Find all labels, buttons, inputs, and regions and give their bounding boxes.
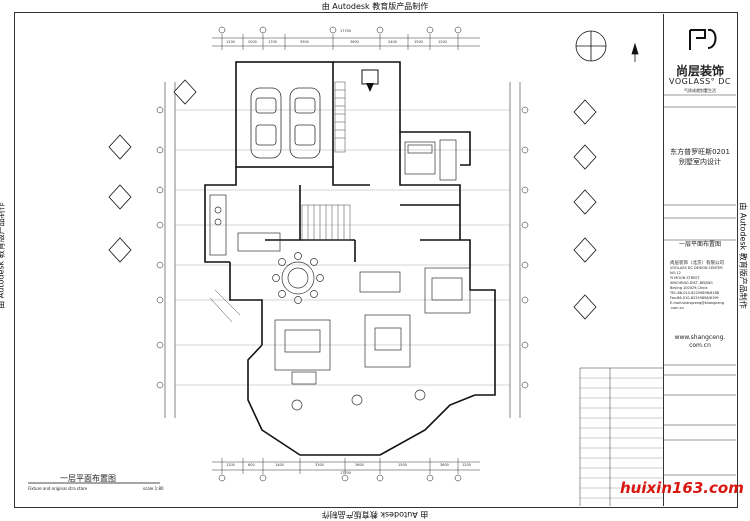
dim-total-top: 17700 bbox=[340, 29, 352, 33]
car-right-icon bbox=[289, 87, 321, 159]
website-line-1: www.shangceng. bbox=[674, 334, 726, 341]
car-left-icon bbox=[250, 87, 282, 159]
dim-seg-top: 1200 bbox=[226, 40, 235, 44]
watermark-top: 由 Autodesk 教育版产品制作 bbox=[321, 2, 429, 11]
dim-seg-top: 2000 bbox=[248, 40, 257, 44]
company-info-line: XINCHENG DIST.,BEIJING bbox=[670, 281, 713, 285]
company-slogan: 气质成就别墅生活 bbox=[684, 88, 716, 93]
company-logo-text: 尚层装饰 bbox=[675, 64, 724, 78]
dim-seg-top: 1700 bbox=[268, 40, 277, 44]
kitchen-island-icon bbox=[237, 232, 281, 252]
company-info-line: YI MOUN STREET bbox=[670, 276, 700, 280]
company-website: www.shangceng. com.cn bbox=[664, 334, 736, 350]
living-sofa-set-icon bbox=[274, 319, 331, 371]
project-line-2: 别墅室内设计 bbox=[679, 158, 721, 166]
view-marker-icon bbox=[173, 79, 197, 105]
plan-scale: scale 1:80 bbox=[143, 486, 164, 491]
dim-seg-top: 1200 bbox=[438, 40, 447, 44]
dim-seg-top: 3900 bbox=[300, 40, 309, 44]
company-info-line: Fax:86-010-82259898/6199 bbox=[670, 296, 719, 300]
plan-title: 一层平面布置图 bbox=[60, 474, 116, 483]
bed-icon bbox=[404, 141, 436, 175]
company-info-line: NO.12 bbox=[670, 271, 681, 275]
company-info-line: E-mail:shangceng@shangceng bbox=[670, 301, 724, 305]
drawing-frame bbox=[14, 12, 738, 508]
dim-seg-bottom: 600 bbox=[248, 463, 255, 467]
dim-seg-bottom: 3300 bbox=[315, 463, 324, 467]
company-info-line: .com.cn bbox=[670, 306, 684, 310]
drawing-name: 一层平面布置图 bbox=[678, 241, 721, 248]
company-info-line: VOGLASS DC DESIGN CENTER bbox=[670, 266, 723, 270]
source-watermark: huixin163.com bbox=[620, 479, 744, 497]
plan-subtitle: Fixture and original stra stare bbox=[28, 486, 88, 491]
compass-icon bbox=[575, 30, 639, 62]
project-line-1: 东方普罗旺斯0201 bbox=[670, 148, 730, 156]
dim-seg-top: 1500 bbox=[414, 40, 423, 44]
dining-table-icon bbox=[281, 261, 315, 295]
company-info: 尚层装饰（北京）有限公司 VOGLASS DC DESIGN CENTER NO… bbox=[670, 261, 734, 311]
dim-seg-bottom: 1400 bbox=[275, 463, 284, 467]
dim-seg-top: 2400 bbox=[388, 40, 397, 44]
dim-seg-bottom: 1200 bbox=[462, 463, 471, 467]
dim-total-bottom: 17700 bbox=[340, 471, 352, 475]
bay-window-walls bbox=[247, 344, 476, 456]
garage-walls bbox=[235, 61, 334, 168]
website-line-2: com.cn bbox=[689, 342, 711, 349]
dim-seg-bottom: 1500 bbox=[398, 463, 407, 467]
company-logo-icon bbox=[689, 28, 717, 50]
dim-seg-bottom: 3600 bbox=[355, 463, 364, 467]
title-block: 尚层装饰 VOGLASS° DC 气质成就别墅生活 东方普罗旺斯0201 别墅室… bbox=[663, 14, 736, 506]
company-info-line: 尚层装饰（北京）有限公司 bbox=[670, 261, 724, 266]
dim-seg-bottom: 3600 bbox=[440, 463, 449, 467]
dim-seg-bottom: 1200 bbox=[226, 463, 235, 467]
family-room-sofa-icon bbox=[424, 267, 471, 314]
entrance-arrow-icon bbox=[366, 83, 374, 92]
dim-seg-top: 3600 bbox=[350, 40, 359, 44]
company-brand: VOGLASS° DC bbox=[669, 77, 731, 86]
company-info-line: Beijing 100029,China bbox=[670, 286, 708, 290]
company-info-line: TEL:86-010-82259898/6188 bbox=[670, 291, 720, 295]
project-name: 东方普罗旺斯0201 别墅室内设计 bbox=[664, 147, 736, 167]
